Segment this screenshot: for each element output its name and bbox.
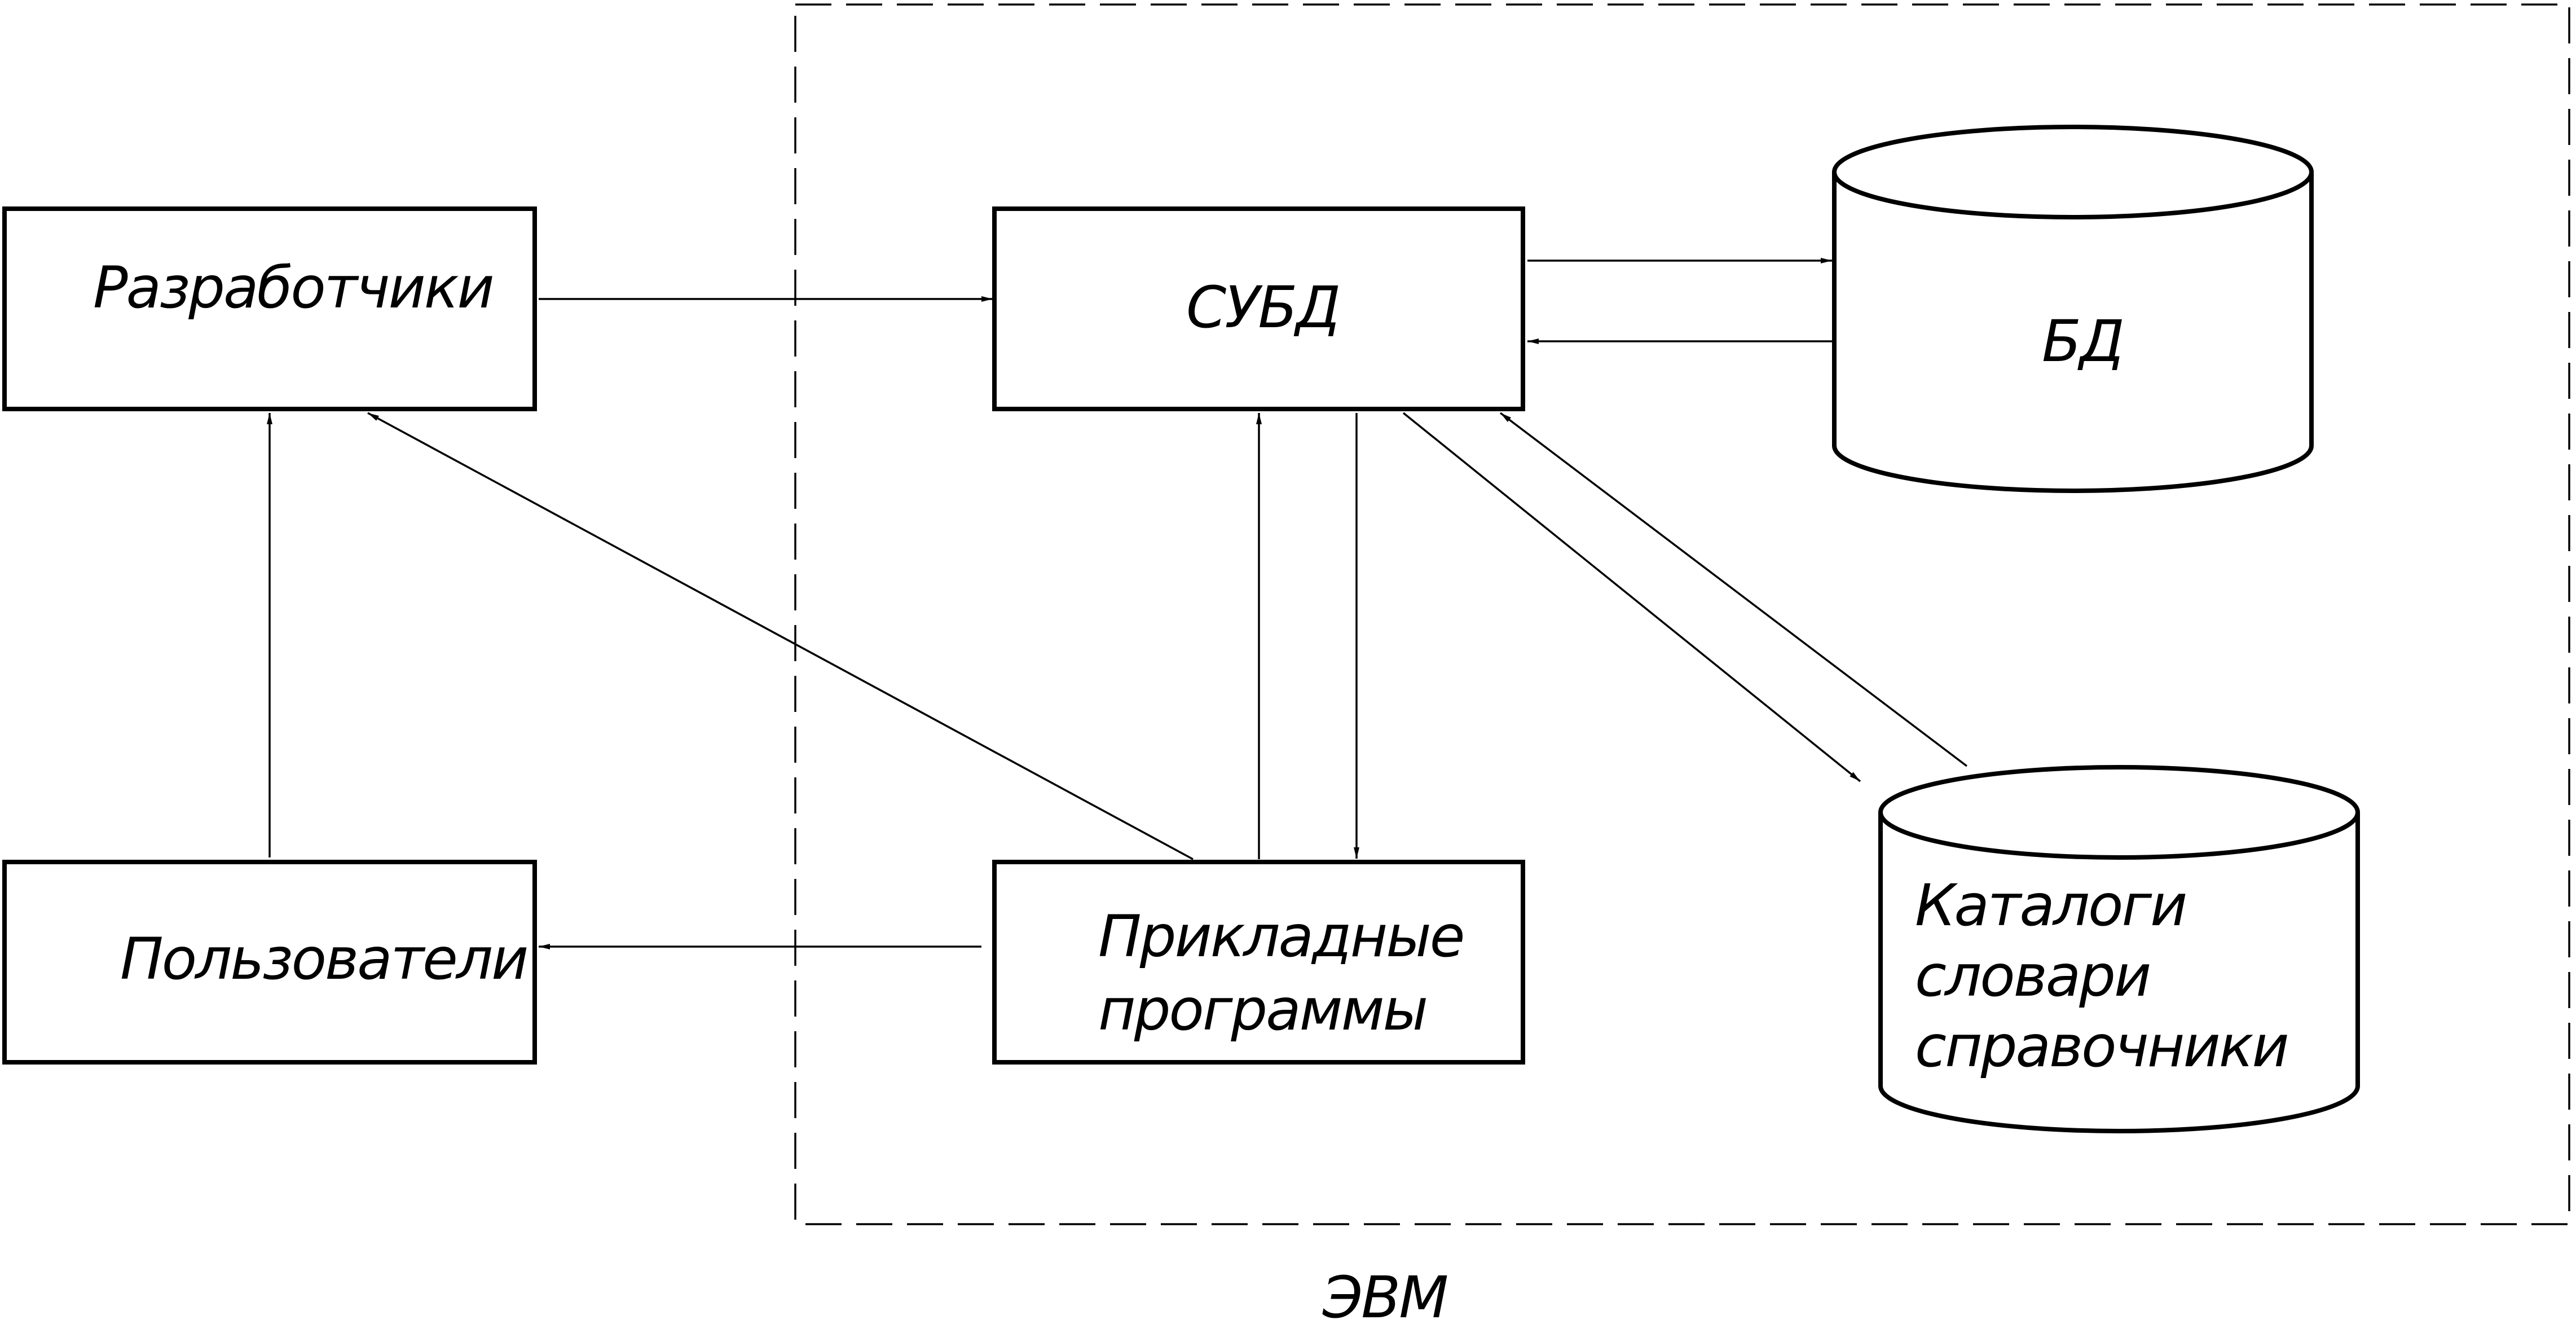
applications-label-line1: Прикладные	[1098, 903, 1464, 970]
database-cylinder	[1832, 125, 2314, 493]
users-label: Пользователи	[120, 926, 527, 993]
catalogs-label-line3: справочники	[1915, 1013, 2288, 1080]
users-box	[2, 860, 537, 1065]
applications-box	[992, 860, 1525, 1065]
dbms-box	[992, 206, 1525, 411]
catalogs-label-line2: словари	[1915, 943, 2150, 1010]
database-label: БД	[2042, 308, 2123, 375]
arrow-catalogs-to-dbms	[1499, 412, 1968, 767]
applications-label-line2: программы	[1098, 977, 1426, 1044]
catalogs-label-line1: Каталоги	[1915, 872, 2186, 939]
arrow-dbms-to-catalogs	[1402, 412, 1861, 782]
developers-label: Разработчики	[93, 254, 493, 322]
dbms-label: СУБД	[1186, 274, 1339, 341]
computer-boundary	[794, 3, 2570, 1225]
arrow-applications-to-developers	[367, 412, 1194, 860]
developers-box	[2, 206, 537, 411]
catalogs-cylinder	[1878, 765, 2360, 1133]
computer-label: ЭВМ	[1322, 1264, 1447, 1331]
